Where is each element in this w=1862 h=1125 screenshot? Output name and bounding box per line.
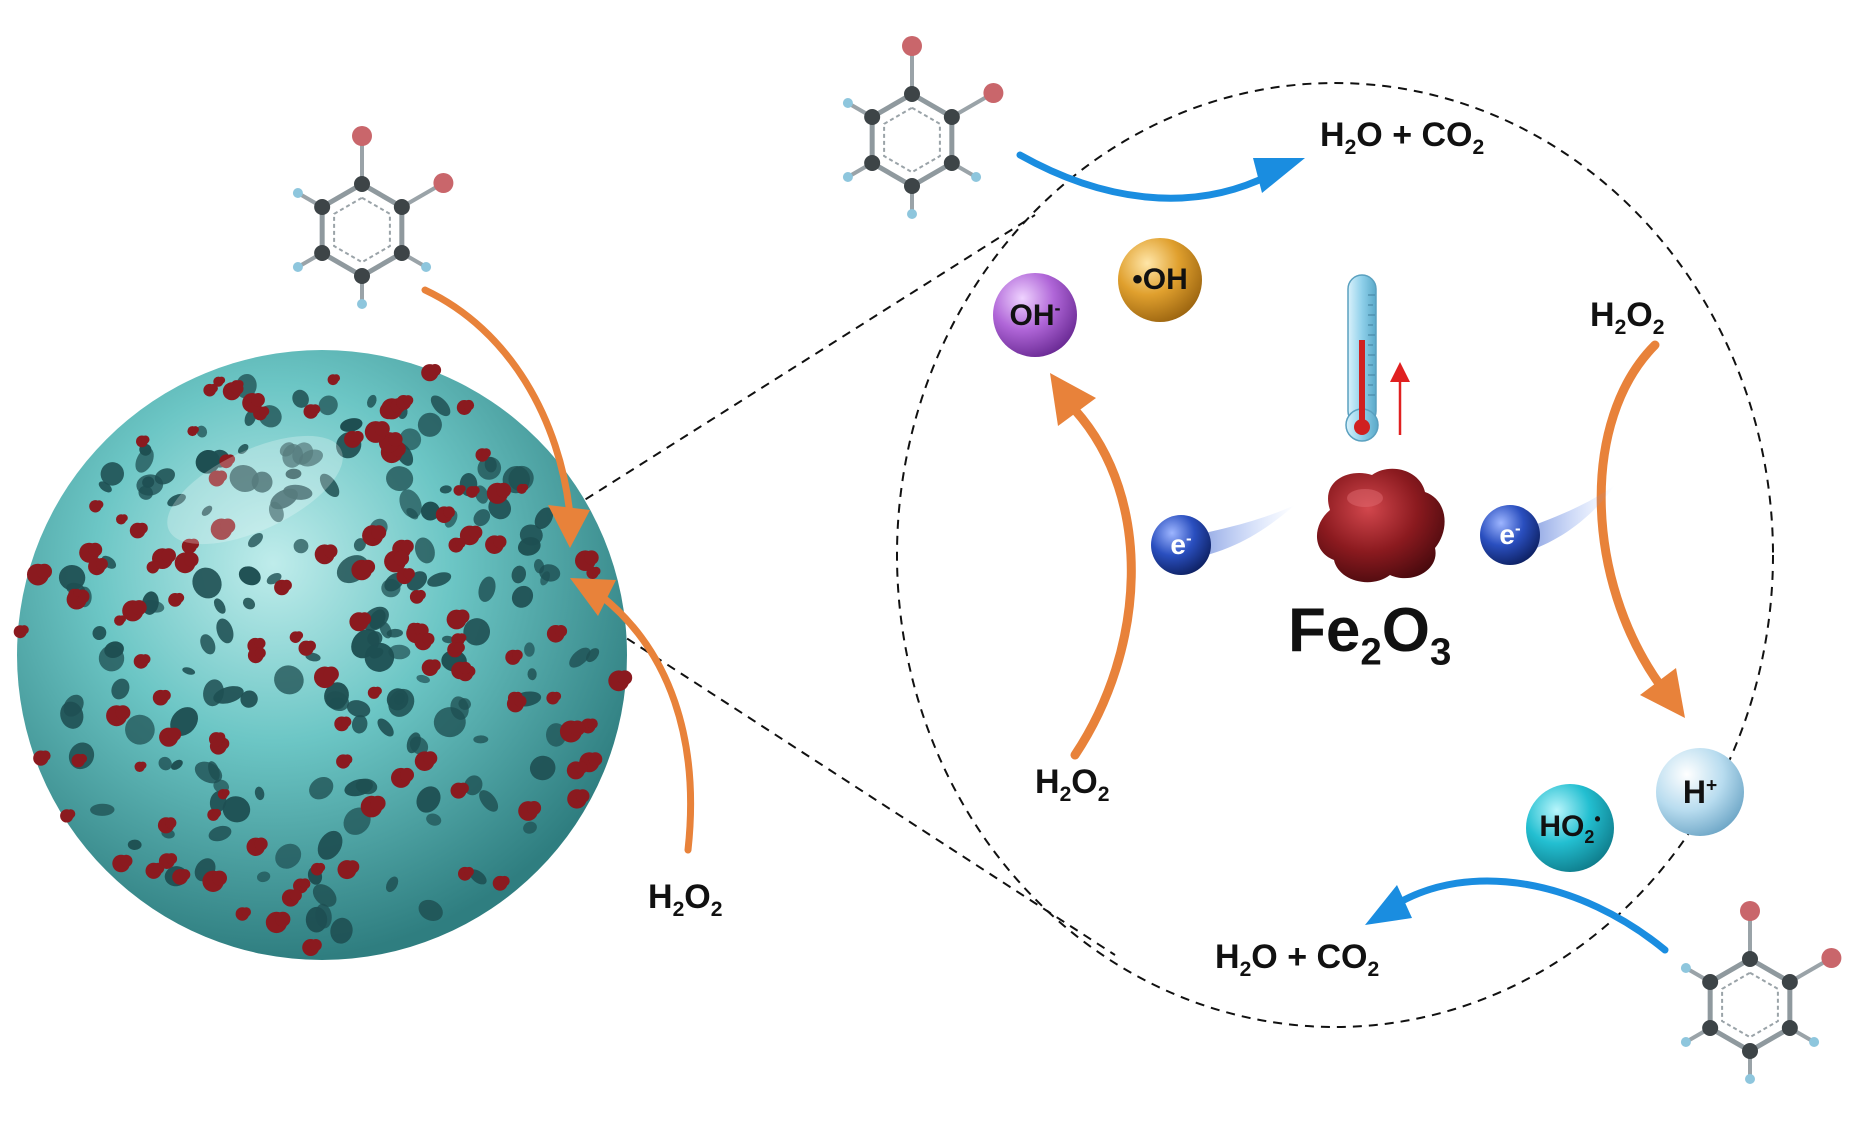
molecule-bottom-right [1680, 901, 1842, 1084]
molecule-top-left [292, 126, 454, 309]
ho2-radical-sphere [1526, 784, 1614, 872]
zoom-line-upper [544, 214, 1036, 526]
products-label-bottom: H2O + CO2 [1215, 938, 1380, 981]
electron-right [1480, 485, 1615, 565]
orange-arrow-inner-right [1596, 340, 1685, 718]
fe2o3-label: Fe2O3 [1288, 596, 1452, 674]
blue-arrow-top [1016, 151, 1305, 202]
blue-arrow-bottom [1365, 877, 1669, 954]
ho2-radical-label: HO2• [1539, 809, 1601, 847]
oh-minus-sphere [993, 273, 1077, 357]
fe2o3-particle [1316, 468, 1445, 583]
fe2o3-particles-on-sphere [13, 364, 633, 956]
products-label-top: H2O + CO2 [1320, 116, 1485, 159]
oh-radical-sphere [1118, 238, 1202, 322]
h2o2-label-left: H2O2 [648, 878, 723, 921]
thermometer-icon [1345, 274, 1379, 442]
h-plus-sphere [1656, 748, 1744, 836]
h2o2-label-right: H2O2 [1590, 296, 1665, 339]
electron-left-label: e- [1170, 528, 1192, 561]
oh-radical-label: •OH [1132, 263, 1188, 296]
zoom-line-lower [559, 594, 1116, 956]
molecule-top [842, 36, 1004, 219]
oh-minus-label: OH- [1009, 298, 1061, 332]
orange-arrow-bottom-left [570, 578, 695, 854]
porous-sphere [13, 350, 633, 960]
orange-arrow-inner-left [1050, 373, 1136, 760]
h2o2-label-inner: H2O2 [1035, 763, 1110, 806]
zoom-circle [896, 82, 1774, 1028]
electron-right-label: e- [1499, 518, 1521, 551]
electron-left [1151, 505, 1295, 575]
h-plus-label: H+ [1682, 774, 1718, 810]
orange-arrow-top-left [421, 286, 590, 548]
